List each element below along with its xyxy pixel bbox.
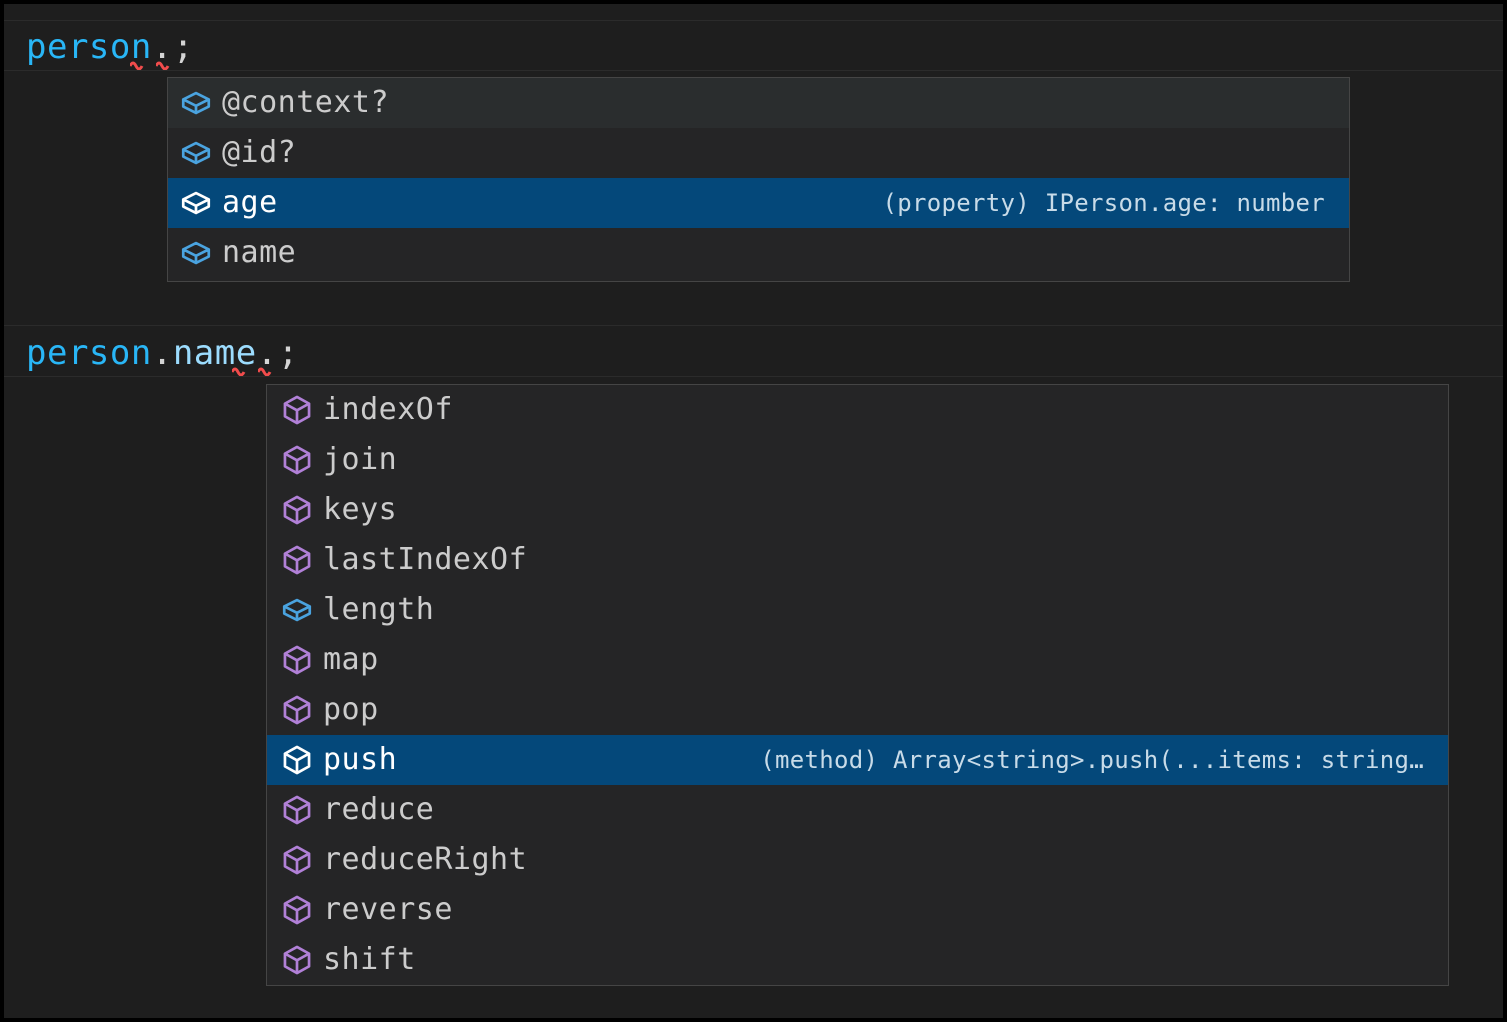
code-token-variable: person xyxy=(26,27,152,67)
suggest-widget-name[interactable]: indexOf join keys lastIndexOf length map pop pu… xyxy=(266,384,1449,986)
error-squiggle-icon xyxy=(156,60,176,70)
code-line-person-name[interactable]: person.name.; xyxy=(26,332,299,374)
code-token-punctuation: . xyxy=(256,333,278,373)
code-editor-surface: person.; person.name.; @context?@id?age(… xyxy=(4,4,1503,1018)
error-squiggle-icon xyxy=(232,366,252,376)
suggest-item-age[interactable]: age (property) IPerson.age: number xyxy=(168,178,1349,228)
suggest-item-detail: (method) Array<string>.push(...items: st… xyxy=(760,746,1424,774)
method-cube-icon xyxy=(279,493,315,527)
suggest-item-reduceright[interactable]: reduceRight xyxy=(267,835,1448,885)
method-cube-icon xyxy=(279,543,315,577)
method-cube-icon xyxy=(279,793,315,827)
suggest-item-label: name xyxy=(222,235,297,270)
method-cube-icon xyxy=(279,693,315,727)
suggest-item-name[interactable]: name xyxy=(168,228,1349,278)
suggest-item-lastindexof[interactable]: lastIndexOf xyxy=(267,535,1448,585)
suggest-item-label: length xyxy=(323,592,435,627)
suggest-item-map[interactable]: map xyxy=(267,635,1448,685)
suggest-item-detail: (property) IPerson.age: number xyxy=(882,189,1325,217)
code-token-punctuation: . xyxy=(151,333,173,373)
code-token-punctuation: ; xyxy=(172,27,194,67)
method-cube-icon xyxy=(279,443,315,477)
suggest-item-keys[interactable]: keys xyxy=(267,485,1448,535)
suggest-item-label: reduceRight xyxy=(323,842,528,877)
method-cube-icon xyxy=(279,893,315,927)
suggest-item-label: pop xyxy=(323,692,379,727)
code-token-property: name xyxy=(172,333,257,373)
method-cube-icon xyxy=(279,843,315,877)
suggest-item-join[interactable]: join xyxy=(267,435,1448,485)
code-token-punctuation: ; xyxy=(277,333,299,373)
suggest-item-context[interactable]: @context? xyxy=(168,78,1349,128)
editor-ruler-line xyxy=(4,376,1503,377)
method-cube-icon xyxy=(279,393,315,427)
editor-ruler-line xyxy=(4,325,1503,326)
method-cube-icon xyxy=(279,943,315,977)
suggest-item-label: keys xyxy=(323,492,398,527)
method-cube-icon xyxy=(279,643,315,677)
suggest-item-label: join xyxy=(323,442,398,477)
suggest-item-label: map xyxy=(323,642,379,677)
editor-ruler-line xyxy=(4,70,1503,71)
code-token-variable: person xyxy=(26,333,152,373)
suggest-item-label: indexOf xyxy=(323,392,453,427)
property-cube-icon xyxy=(178,136,214,170)
suggest-item-reverse[interactable]: reverse xyxy=(267,885,1448,935)
property-cube-icon xyxy=(178,186,214,220)
suggest-item-label: @context? xyxy=(222,85,390,120)
suggest-item-length[interactable]: length xyxy=(267,585,1448,635)
property-cube-icon xyxy=(178,86,214,120)
suggest-item-label: reverse xyxy=(323,892,453,927)
suggest-item-shift[interactable]: shift xyxy=(267,935,1448,985)
suggest-item-label: age xyxy=(222,185,278,220)
error-squiggle-icon xyxy=(130,60,150,70)
suggest-item-indexof[interactable]: indexOf xyxy=(267,385,1448,435)
editor-ruler-line xyxy=(4,20,1503,21)
suggest-item-label: lastIndexOf xyxy=(323,542,528,577)
suggest-item-push[interactable]: push (method) Array<string>.push(...items… xyxy=(267,735,1448,785)
code-token-punctuation: . xyxy=(151,27,173,67)
property-cube-icon xyxy=(279,593,315,627)
error-squiggle-icon xyxy=(258,366,278,376)
suggest-item-pop[interactable]: pop xyxy=(267,685,1448,735)
property-cube-icon xyxy=(178,236,214,270)
suggest-widget-person[interactable]: @context? @id? age (property) IPerson.age: … xyxy=(167,77,1350,282)
code-line-person[interactable]: person.; xyxy=(26,26,194,68)
suggest-item-label: reduce xyxy=(323,792,435,827)
suggest-item-id[interactable]: @id? xyxy=(168,128,1349,178)
suggest-item-label: @id? xyxy=(222,135,297,170)
suggest-item-label: shift xyxy=(323,942,416,977)
method-cube-icon xyxy=(279,743,315,777)
suggest-item-reduce[interactable]: reduce xyxy=(267,785,1448,835)
suggest-item-label: push xyxy=(323,742,398,777)
